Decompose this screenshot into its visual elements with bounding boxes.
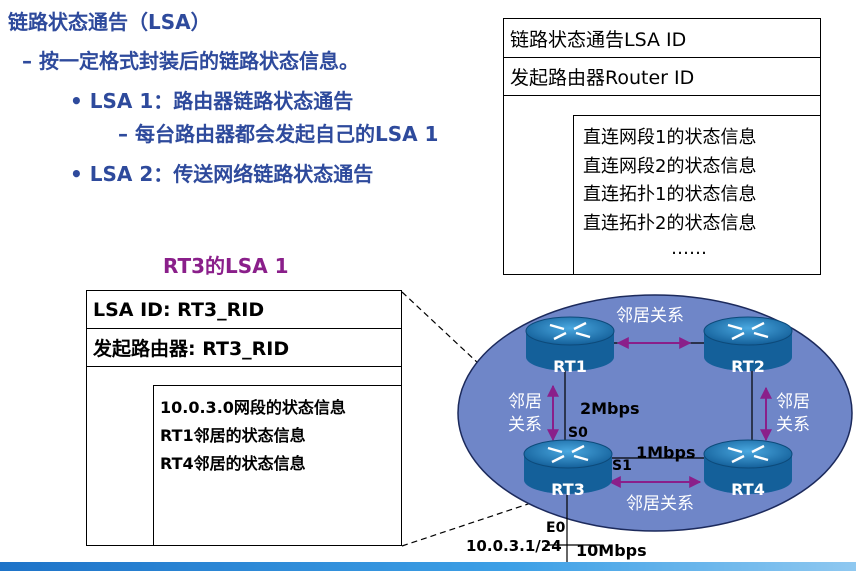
callout-line-bottom: [401, 499, 541, 547]
rt3-lsa-box: LSA ID: RT3_RID 发起路由器: RT3_RID 10.0.3.0网…: [86, 290, 402, 546]
generic-item-2: 直连网段2的状态信息: [583, 155, 757, 177]
bullet-level1: – 按一定格式封装后的链路状态信息。: [22, 49, 359, 73]
slide-footer-bar: [0, 562, 856, 571]
generic-lsa-id-label: 链路状态通告LSA ID: [510, 28, 687, 51]
rt3-lsa-heading: RT3的LSA 1: [163, 254, 289, 278]
rt3-lsa-body: 10.0.3.0网段的状态信息 RT1邻居的状态信息 RT4邻居的状态信息: [153, 385, 401, 545]
generic-lsa-id-row: 链路状态通告LSA ID: [504, 19, 820, 58]
generic-router-id-label: 发起路由器Router ID: [510, 67, 695, 89]
slide-title: 链路状态通告（LSA）: [8, 10, 211, 34]
rt3-item-1: 10.0.3.0网段的状态信息: [160, 398, 346, 417]
router-rt4: RT4: [703, 439, 793, 499]
generic-item-4: 直连拓扑2的状态信息: [583, 212, 757, 234]
interface-s0: S0: [568, 425, 588, 441]
router-rt3-label: RT3: [551, 480, 585, 499]
rt3-item-2: RT1邻居的状态信息: [160, 426, 306, 445]
rt3-item-3: RT4邻居的状态信息: [160, 454, 306, 473]
interface-s1: S1: [612, 458, 632, 474]
rt3-router-id-row: 发起路由器: RT3_RID: [87, 329, 401, 367]
generic-item-1: 直连网段1的状态信息: [583, 127, 757, 148]
bullet-lsa1: • LSA 1：路由器链路状态通告: [70, 89, 354, 113]
generic-router-id-row: 发起路由器Router ID: [504, 58, 820, 96]
router-rt1-label: RT1: [553, 357, 587, 376]
neighbor-label-top: 邻居关系: [616, 306, 684, 326]
router-rt2: RT2: [703, 316, 793, 376]
neighbor-label-left-1: 邻居: [508, 392, 542, 412]
generic-ellipsis: ……: [671, 238, 707, 259]
rt3-lsa-id-label: LSA ID: RT3_RID: [93, 298, 265, 321]
router-rt2-label: RT2: [731, 357, 765, 376]
router-rt3: RT3: [523, 439, 613, 499]
rt3-lsa-id-row: LSA ID: RT3_RID: [87, 291, 401, 329]
neighbor-label-left-2: 关系: [508, 415, 542, 435]
router-rt1: RT1: [525, 316, 615, 376]
router-rt4-label: RT4: [731, 480, 765, 499]
speed-rt3-rt4: 1Mbps: [636, 443, 695, 462]
neighbor-label-right-1: 邻居: [776, 392, 810, 412]
generic-item-3: 直连拓扑1的状态信息: [583, 184, 757, 205]
bullet-lsa2: • LSA 2：传送网络链路状态通告: [70, 162, 374, 186]
neighbor-label-right-2: 关系: [776, 415, 810, 435]
generic-lsa-box: 链路状态通告LSA ID 发起路由器Router ID 直连网段1的状态信息 直…: [503, 18, 821, 275]
speed-rt1-rt3: 2Mbps: [580, 399, 639, 418]
neighbor-label-bottom: 邻居关系: [626, 494, 694, 514]
lan-ip-address: 10.0.3.1/24: [466, 537, 562, 555]
interface-e0: E0: [546, 520, 566, 536]
rt3-router-id-label: 发起路由器: RT3_RID: [93, 338, 290, 360]
lan-speed: 10Mbps: [576, 541, 647, 560]
bullet-lsa1-detail: – 每台路由器都会发起自己的LSA 1: [118, 122, 439, 146]
generic-lsa-body: 直连网段1的状态信息 直连网段2的状态信息 直连拓扑1的状态信息 直连拓扑2的状…: [573, 115, 820, 274]
